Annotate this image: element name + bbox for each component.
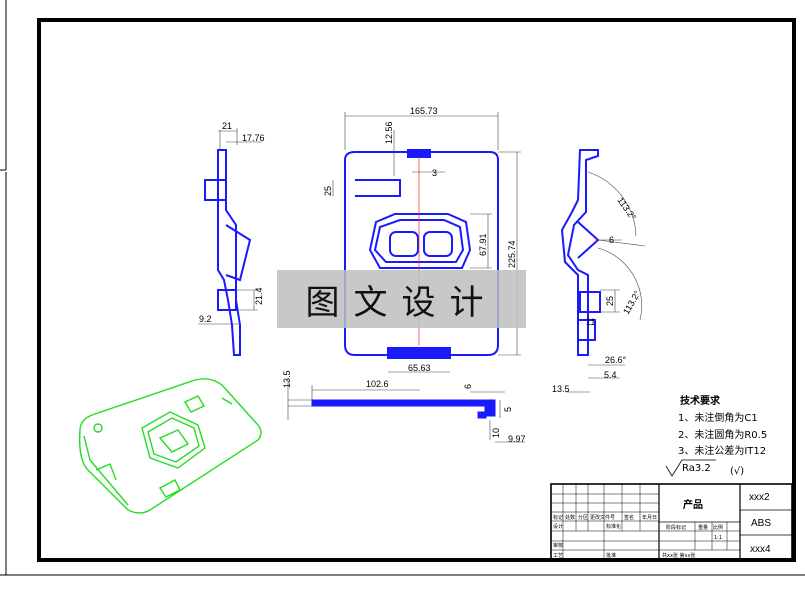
dim-bottom-135: 13.5 (282, 370, 292, 388)
tb-row-label-5: 年月日 (642, 514, 657, 521)
tb-material: ABS (751, 518, 771, 529)
dim-left-1776: 17.76 (242, 133, 265, 143)
tb-row-label-4: 签名 (624, 514, 634, 521)
left-view-dimensions (198, 128, 262, 325)
roughness-symbol-icon (665, 459, 716, 477)
notes-title: 技术要求 (680, 394, 721, 407)
bottom-section-view (311, 399, 496, 419)
front-view (344, 149, 499, 359)
dim-right-angle2: 113.2° (621, 289, 643, 316)
right-view-dimensions (566, 171, 646, 393)
title-block (550, 483, 793, 561)
dim-top-width: 165.73 (410, 106, 438, 116)
dim-top-height: 225.74 (507, 240, 517, 268)
dim-right-135: 13.5 (552, 384, 570, 394)
isometric-view (78, 378, 262, 514)
tb-scale: 1:1 (714, 535, 722, 541)
left-side-view (204, 130, 252, 356)
tb-product: 产品 (683, 498, 703, 511)
dim-top-notch: 12.56 (384, 121, 394, 144)
roughness-value: Ra3.2 (682, 463, 711, 474)
watermark-banner: 图文设计 (277, 270, 526, 328)
tb-std: 标准化 (606, 523, 621, 530)
tb-design: 设计 (553, 523, 563, 530)
dim-right-11: 11 (586, 317, 595, 327)
dim-top-bottom: 65.63 (408, 363, 431, 373)
dim-right-25: 25 (605, 296, 615, 306)
tb-code: xxx2 (749, 492, 770, 503)
tb-row-label-0: 标记 (553, 514, 563, 521)
tb-approve: 批准 (606, 552, 616, 559)
dim-bottom-10: 10 (491, 428, 501, 438)
tb-process: 工艺 (553, 553, 563, 559)
tb-drawing-no: xxx4 (750, 544, 771, 555)
dim-top-inner-h: 67.91 (478, 233, 488, 256)
dim-right-54: 5.4 (604, 370, 617, 380)
dim-left-214: 21.4 (254, 287, 264, 305)
roughness-check: (√) (730, 466, 744, 477)
tb-weight: 重量 (698, 524, 708, 531)
tb-stage: 阶段标记 (666, 524, 686, 531)
dim-left-21: 21 (222, 121, 232, 131)
tb-sheet: 共xx张 第xx张 (662, 552, 695, 559)
tb-scale-label: 比例 (713, 524, 723, 531)
tb-row-label-1: 处数 (565, 514, 575, 521)
drawing-frame (37, 18, 796, 562)
watermark-text: 图文设计 (305, 282, 498, 323)
tb-row-label-2: 分区 (578, 514, 588, 521)
tb-check: 审核 (553, 542, 563, 549)
dim-right-angle1: 113.2° (615, 195, 638, 222)
dim-right-266: 26.6° (605, 355, 627, 365)
notes-item-2: 2、未注圆角为R0.5 (678, 428, 767, 441)
dim-bottom-5: 5 (503, 407, 513, 412)
dim-right-6: 6 (609, 235, 614, 245)
technical-notes: 技术要求 1、未注倒角为C1 2、未注圆角为R0.5 3、未注公差为IT12 R… (665, 394, 767, 477)
dim-top-25: 25 (323, 186, 333, 196)
notes-item-3: 3、未注公差为IT12 (678, 444, 766, 457)
notes-item-1: 1、未注倒角为C1 (678, 411, 758, 424)
tb-row-label-3: 更改文件号 (590, 514, 615, 521)
bottom-view-dimensions (287, 380, 525, 443)
dim-top-small: 3 (432, 168, 437, 178)
dim-left-92: 9.2 (199, 314, 212, 324)
dim-bottom-997: 9.97 (508, 434, 526, 444)
dim-bottom-6: 6 (463, 384, 473, 389)
dim-bottom-1026: 102.6 (366, 379, 389, 389)
